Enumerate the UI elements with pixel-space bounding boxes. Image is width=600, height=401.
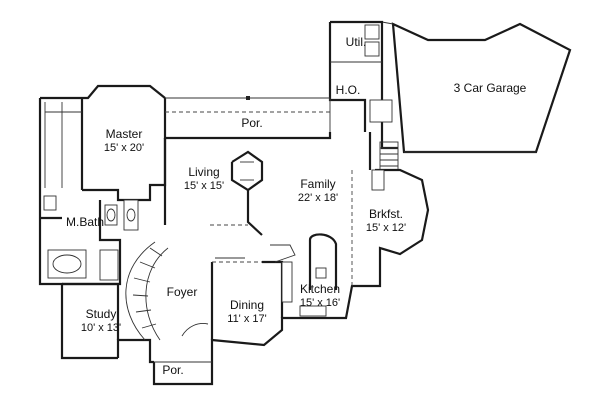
room-dimensions: 15' x 16' xyxy=(299,296,341,309)
room-label-dining: Dining 11' x 17' xyxy=(227,298,267,325)
living-fireplace xyxy=(163,138,264,236)
room-name: Brkfst. xyxy=(368,207,404,221)
room-label-ho: H.O. xyxy=(335,83,361,98)
room-label-living: Living 15' x 15' xyxy=(183,165,225,192)
garage-outline xyxy=(381,21,572,154)
room-name: M.Bath xyxy=(65,215,105,229)
room-dimensions: 15' x 12' xyxy=(365,221,407,234)
room-name: Por. xyxy=(162,363,184,377)
room-name: Study xyxy=(85,307,117,321)
room-name: Util. xyxy=(345,35,367,49)
rear-porch xyxy=(165,96,331,132)
room-label-mbath: M.Bath xyxy=(65,215,105,230)
room-dimensions: 15' x 20' xyxy=(103,141,145,154)
room-dimensions: 15' x 15' xyxy=(183,179,225,192)
room-label-brkfst: Brkfst. 15' x 12' xyxy=(365,207,407,234)
utility-office-outline xyxy=(328,20,398,150)
room-dimensions: 22' x 18' xyxy=(297,191,339,204)
room-label-porch-front: Por. xyxy=(162,363,184,378)
family-breakfast-walls xyxy=(351,169,385,286)
room-name: Family xyxy=(300,177,336,191)
room-label-porch-rear: Por. xyxy=(241,116,263,131)
room-label-kitchen: Kitchen 15' x 16' xyxy=(299,282,341,309)
room-name: Living xyxy=(188,165,220,179)
room-name: H.O. xyxy=(335,83,361,97)
study-walls xyxy=(62,282,120,340)
room-label-study: Study 10' x 13' xyxy=(80,307,122,334)
room-dimensions: 10' x 13' xyxy=(80,321,122,334)
room-label-garage: 3 Car Garage xyxy=(453,81,527,96)
master-bath-fixtures xyxy=(40,195,139,286)
room-label-foyer: Foyer xyxy=(166,285,198,300)
room-name: Kitchen xyxy=(299,282,341,296)
front-porch xyxy=(152,361,214,386)
foyer-curved-stair xyxy=(125,241,209,341)
room-label-master: Master 15' x 20' xyxy=(103,127,145,154)
room-name: Dining xyxy=(229,298,265,312)
kitchen-fixtures xyxy=(262,233,338,318)
room-name: Master xyxy=(105,127,143,141)
room-label-util: Util. xyxy=(345,35,367,50)
room-name: 3 Car Garage xyxy=(453,81,527,95)
room-dimensions: 11' x 17' xyxy=(227,312,267,325)
room-name: Por. xyxy=(241,116,263,130)
room-name: Foyer xyxy=(166,285,198,299)
room-label-family: Family 22' x 18' xyxy=(297,177,339,204)
